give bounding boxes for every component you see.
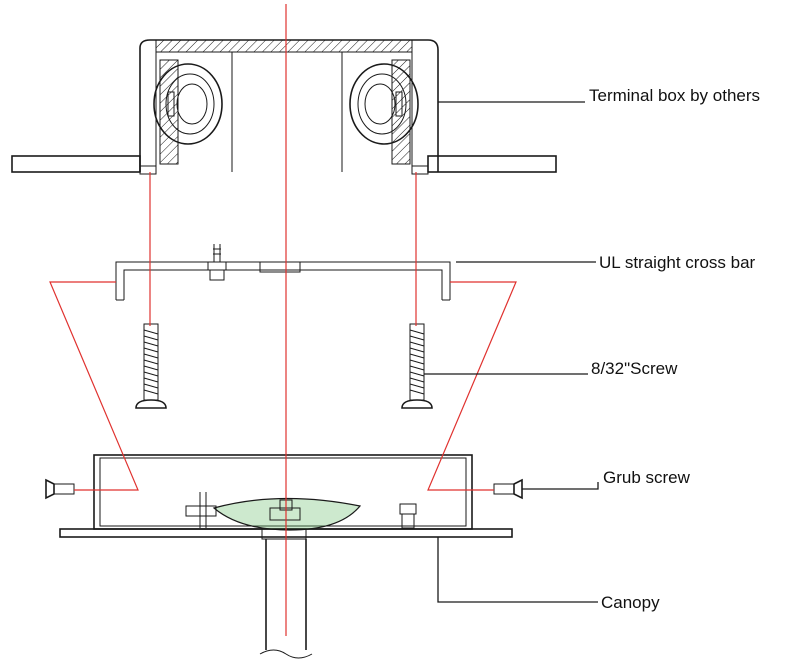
- leader-grub-screw: [522, 482, 599, 490]
- cross-bar-body: [115, 261, 451, 301]
- canopy-lens: [212, 497, 362, 531]
- terminal-box: [11, 39, 557, 175]
- box-right-wall-hatch: [391, 59, 411, 165]
- leader-lines: [424, 101, 599, 603]
- cross-bar: [115, 244, 451, 301]
- canopy-right-nut: [399, 503, 417, 529]
- center-nut: [269, 507, 301, 521]
- right-flange: [427, 155, 557, 173]
- left-grub-screw: [45, 478, 75, 500]
- label-terminal-box: Terminal box by others: [589, 86, 760, 105]
- box-left-lip: [139, 165, 157, 175]
- lamp-stem: [259, 528, 313, 659]
- label-grub-screw: Grub screw: [603, 468, 691, 487]
- right-screw: [401, 323, 433, 409]
- box-left-wall-hatch: [159, 59, 179, 165]
- left-flange: [11, 155, 141, 173]
- canopy-inner: [99, 457, 467, 527]
- right-bracket-guide: [427, 281, 517, 491]
- cross-bar-tab: [259, 261, 301, 273]
- right-grub-screw: [493, 478, 523, 500]
- label-canopy: Canopy: [601, 593, 660, 612]
- left-knockout: [153, 63, 223, 145]
- label-cross-bar: UL straight cross bar: [599, 253, 756, 272]
- leader-canopy: [437, 537, 598, 603]
- cross-bar-bolt: [207, 244, 227, 281]
- box-top-wall: [155, 39, 413, 53]
- box-right-lip: [411, 165, 429, 175]
- box-inner: [155, 51, 413, 172]
- right-knockout: [349, 63, 419, 145]
- left-screw: [135, 323, 167, 409]
- label-screw: 8/32"Screw: [591, 359, 678, 378]
- alignment-guides: [49, 4, 517, 636]
- canopy: [59, 454, 513, 538]
- left-bracket-guide: [49, 281, 139, 491]
- canopy-left-stud: [185, 492, 217, 528]
